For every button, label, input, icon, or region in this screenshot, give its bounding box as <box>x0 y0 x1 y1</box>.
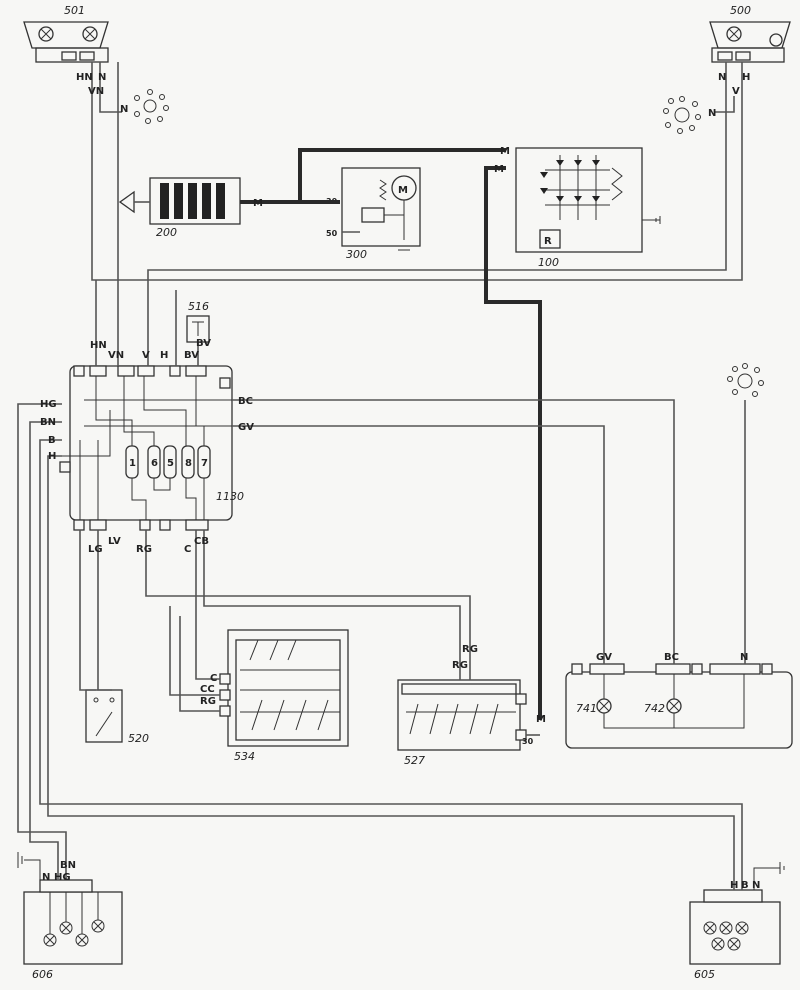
component-520: 520 <box>85 689 149 745</box>
ground-star-right <box>727 363 764 397</box>
wire-label-lv: LV <box>108 536 121 547</box>
component-605: 605 <box>689 889 781 981</box>
wire-label-c-534: C <box>210 673 217 684</box>
label-100: 100 <box>538 256 559 269</box>
wire-label-m-alt-top: M <box>500 146 510 157</box>
terminal-50: 50 <box>326 229 338 238</box>
ground-star-top-right <box>663 96 701 134</box>
component-516: 516 <box>186 300 210 343</box>
component-lamp-panel: 741 742 <box>565 663 793 749</box>
wire-harness <box>17 62 785 890</box>
wire-label-n-605: N <box>752 880 760 891</box>
wire-label-n-606: N <box>42 872 50 883</box>
label-200: 200 <box>156 226 177 239</box>
label-520: 520 <box>128 732 149 745</box>
wire-label-lg: LG <box>88 544 103 555</box>
wire-label-bn-606: BN <box>60 860 76 871</box>
component-1130-fusebox: 1 6 5 8 7 1130 <box>59 365 244 531</box>
ground-star-top-left <box>134 89 169 124</box>
label-1130: 1130 <box>216 490 244 503</box>
wire-labels: HN N VN N N H V N M M M HN VN V H BV BV … <box>40 72 760 891</box>
wire-label-rg-527: RG <box>452 660 468 671</box>
wire-label-bv-bottom: BV <box>184 350 199 361</box>
wire-label-c: C <box>184 544 191 555</box>
label-527: 527 <box>404 754 425 767</box>
wire-label-b: B <box>48 435 56 446</box>
wire-label-n-star: N <box>120 104 128 115</box>
wire-label-hn: HN <box>90 340 107 351</box>
label-534: 534 <box>234 750 255 763</box>
component-606: 606 <box>23 879 123 981</box>
wire-label-h-605: H <box>730 880 738 891</box>
fuse-1: 1 <box>129 458 136 469</box>
fuse-8: 8 <box>185 458 192 469</box>
wire-label-m-battery: M <box>253 198 263 209</box>
label-500: 500 <box>730 4 751 17</box>
fuse-6: 6 <box>151 458 158 469</box>
label-605: 605 <box>694 968 715 981</box>
wire-label-hn-top: HN <box>76 72 93 83</box>
label-516: 516 <box>188 300 209 313</box>
wire-label-vn-top: VN <box>88 86 104 97</box>
terminal-30-527: 30 <box>522 737 534 746</box>
wire-label-gv-panel: GV <box>596 652 612 663</box>
wire-label-rg: RG <box>136 544 152 555</box>
fuse-5: 5 <box>167 458 174 469</box>
component-534: 534 <box>219 629 349 763</box>
wire-label-vn: VN <box>108 350 124 361</box>
component-300-starter: M 300 30 50 <box>326 167 421 261</box>
wire-label-bc-panel: BC <box>664 652 679 663</box>
wire-label-rg-527-top: RG <box>462 644 478 655</box>
label-300: 300 <box>346 248 367 261</box>
component-100-alternator: R 100 <box>515 147 660 269</box>
wire-label-bv-top: BV <box>196 338 211 349</box>
wire-label-h-500: H <box>742 72 750 83</box>
wire-label-h-left: H <box>48 451 56 462</box>
component-500: 500 <box>709 4 791 63</box>
wire-label-n-500-star: N <box>708 108 716 119</box>
wire-label-bc: BC <box>238 396 253 407</box>
component-200-battery: 200 <box>118 177 241 239</box>
wire-label-n-500: N <box>718 72 726 83</box>
wire-label-gv: GV <box>238 422 254 433</box>
wire-label-hg-606: HG <box>54 872 71 883</box>
wire-label-n-panel: N <box>740 652 748 663</box>
wire-label-hg: HG <box>40 399 57 410</box>
label-501: 501 <box>64 4 85 17</box>
wire-label-h: H <box>160 350 168 361</box>
component-501: 501 <box>23 4 109 63</box>
component-527: 527 <box>397 679 527 767</box>
wire-label-n-top: N <box>98 72 106 83</box>
wire-label-rg-534: RG <box>200 696 216 707</box>
label-741: 741 <box>576 702 597 715</box>
label-742: 742 <box>644 702 665 715</box>
motor-symbol: M <box>398 185 408 196</box>
regulator-symbol: R <box>544 236 552 247</box>
fuse-7: 7 <box>201 458 208 469</box>
wire-label-b-605: B <box>741 880 749 891</box>
wire-label-m-alt: M <box>494 164 504 175</box>
wire-label-cb: CB <box>194 536 209 547</box>
wire-label-cc-534: CC <box>200 684 215 695</box>
wire-label-v: V <box>142 350 150 361</box>
wire-label-v-500: V <box>732 86 740 97</box>
wire-label-bn: BN <box>40 417 56 428</box>
wire-label-m-527: M <box>536 714 546 725</box>
label-606: 606 <box>32 968 53 981</box>
